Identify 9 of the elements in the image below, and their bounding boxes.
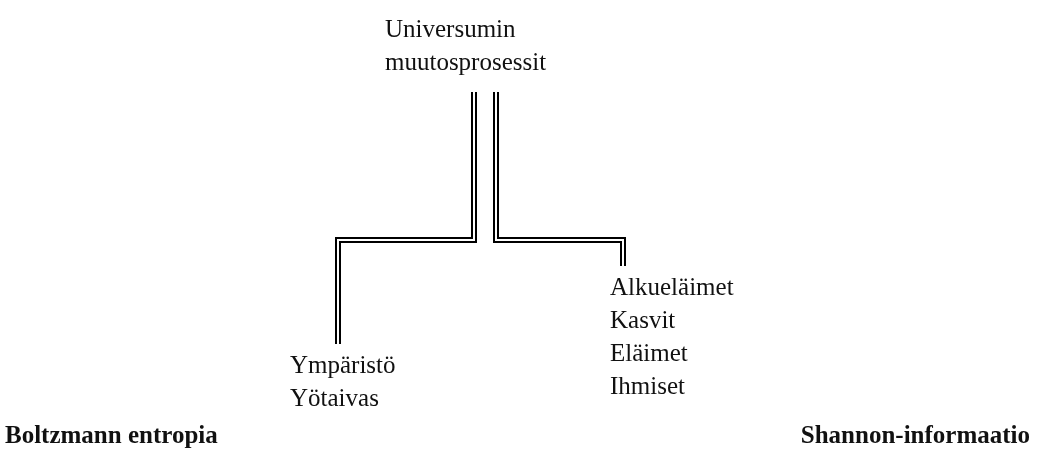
node-text: Ihmiset (610, 371, 686, 401)
heading-label: Shannon-informaatio (800, 420, 1030, 450)
node-text: Yötaivas (290, 383, 380, 413)
node-text: Ympäristö (290, 350, 397, 380)
node-text: Alkueläimet (610, 272, 735, 302)
heading-label: Boltzmann entropia (5, 420, 218, 450)
node-text: Eläimet (610, 338, 689, 368)
node-text: Universumin muutosprosessit (385, 14, 548, 77)
node-text: Kasvit (610, 305, 677, 335)
